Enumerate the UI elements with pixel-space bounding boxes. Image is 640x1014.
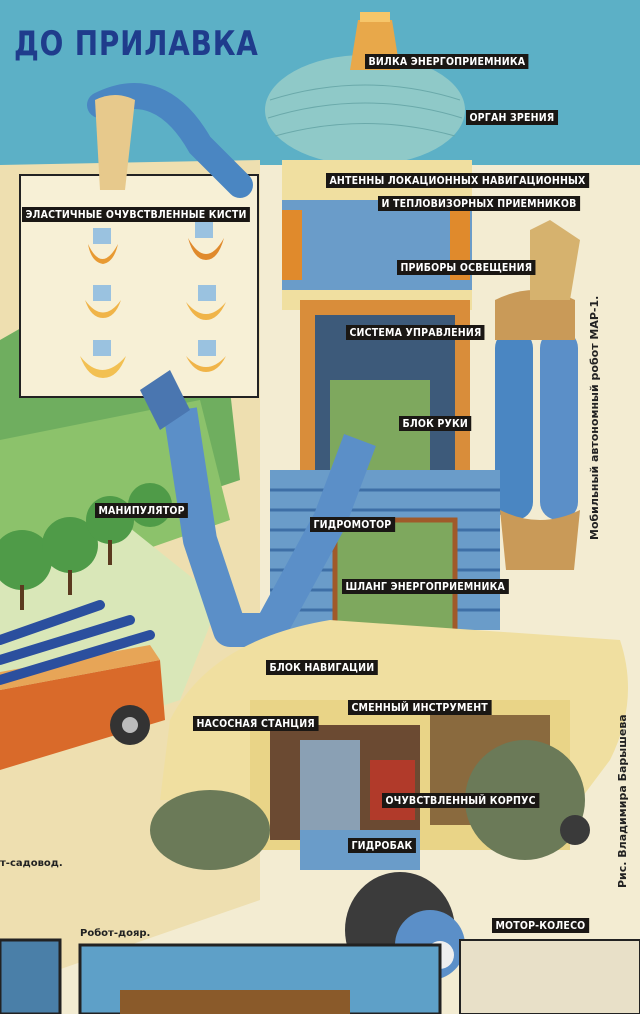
label-antennas-line1: АНТЕННЫ ЛОКАЦИОННЫХ НАВИГАЦИОННЫХ [326, 173, 589, 188]
illustration-credit: Рис. Владимира Барышева [616, 714, 629, 888]
label-navigation-block: БЛОК НАВИГАЦИИ [266, 660, 378, 675]
side-caption: Мобильный автономный робот МАР-1. [588, 295, 601, 540]
label-control-system: СИСТЕМА УПРАВЛЕНИЯ [346, 325, 485, 340]
label-hose: ШЛАНГ ЭНЕРГОПРИЕМНИКА [342, 579, 509, 594]
label-motor-wheel: МОТОР-КОЛЕСО [492, 918, 589, 933]
label-lighting: ПРИБОРЫ ОСВЕЩЕНИЯ [397, 260, 536, 275]
label-hydrotank: ГИДРОБАК [348, 838, 416, 853]
label-sensing-body: ОЧУВСТВЛЕННЫЙ КОРПУС [382, 793, 540, 808]
label-pump-station: НАСОСНАЯ СТАНЦИЯ [193, 716, 319, 731]
label-manipulator: МАНИПУЛЯТОР [95, 503, 189, 518]
caption-milker: Робот-дояр. [80, 928, 151, 939]
label-vision-organ: ОРГАН ЗРЕНИЯ [466, 110, 558, 125]
caption-gardener: т-садовод. [0, 858, 63, 869]
label-antennas-line2: И ТЕПЛОВИЗОРНЫХ ПРИЕМНИКОВ [378, 196, 580, 211]
label-tools: СМЕННЫЙ ИНСТРУМЕНТ [348, 700, 492, 715]
page-title: ДО ПРИЛАВКА [14, 24, 259, 64]
label-arm-block: БЛОК РУКИ [399, 416, 472, 431]
label-energy-fork: ВИЛКА ЭНЕРГОПРИЕМНИКА [365, 54, 529, 69]
label-elastic-hands: ЭЛАСТИЧНЫЕ ОЧУВСТВЛЕННЫЕ КИСТИ [22, 207, 251, 222]
label-hydromotor: ГИДРОМОТОР [310, 517, 395, 532]
